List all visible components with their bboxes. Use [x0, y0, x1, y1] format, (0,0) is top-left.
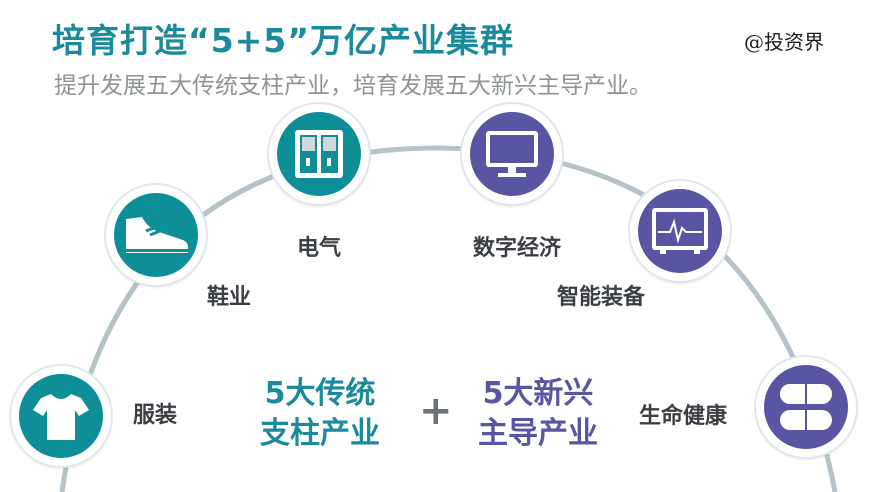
pills-icon	[776, 380, 836, 434]
traditional-line2: 支柱产业	[260, 416, 380, 451]
watermark-logo: @投资界	[744, 30, 824, 54]
emerging-line1: 5大新兴	[482, 376, 594, 411]
label-electric: 电气	[297, 236, 342, 261]
label-digital: 数字经济	[473, 236, 562, 261]
label-health: 生命健康	[639, 404, 728, 429]
electric-node	[269, 104, 369, 204]
health-node	[756, 357, 856, 457]
traditional-line1: 5大传统	[264, 376, 376, 411]
heart-monitor-icon	[650, 206, 710, 256]
plus-sign: +	[419, 388, 453, 434]
page-title: 培育打造“5+5”万亿产业集群	[52, 21, 514, 60]
monitor-icon	[484, 129, 540, 179]
traditional-summary: 5大传统 支柱产业	[260, 374, 380, 454]
emerging-line2: 主导产业	[478, 416, 598, 451]
shoe-icon	[122, 213, 190, 257]
digital-node	[462, 104, 562, 204]
shoe-node	[106, 185, 206, 285]
clothing-node	[11, 366, 111, 466]
equipment-node	[630, 181, 730, 281]
label-clothing: 服装	[133, 403, 178, 428]
label-equipment: 智能装备	[557, 285, 646, 310]
tshirt-icon	[33, 390, 89, 442]
emerging-summary: 5大新兴 主导产业	[478, 374, 598, 454]
label-shoes: 鞋业	[207, 285, 252, 310]
switch-panel-icon	[293, 128, 345, 180]
page-subtitle: 提升发展五大传统支柱产业，培育发展五大新兴主导产业。	[54, 73, 652, 99]
